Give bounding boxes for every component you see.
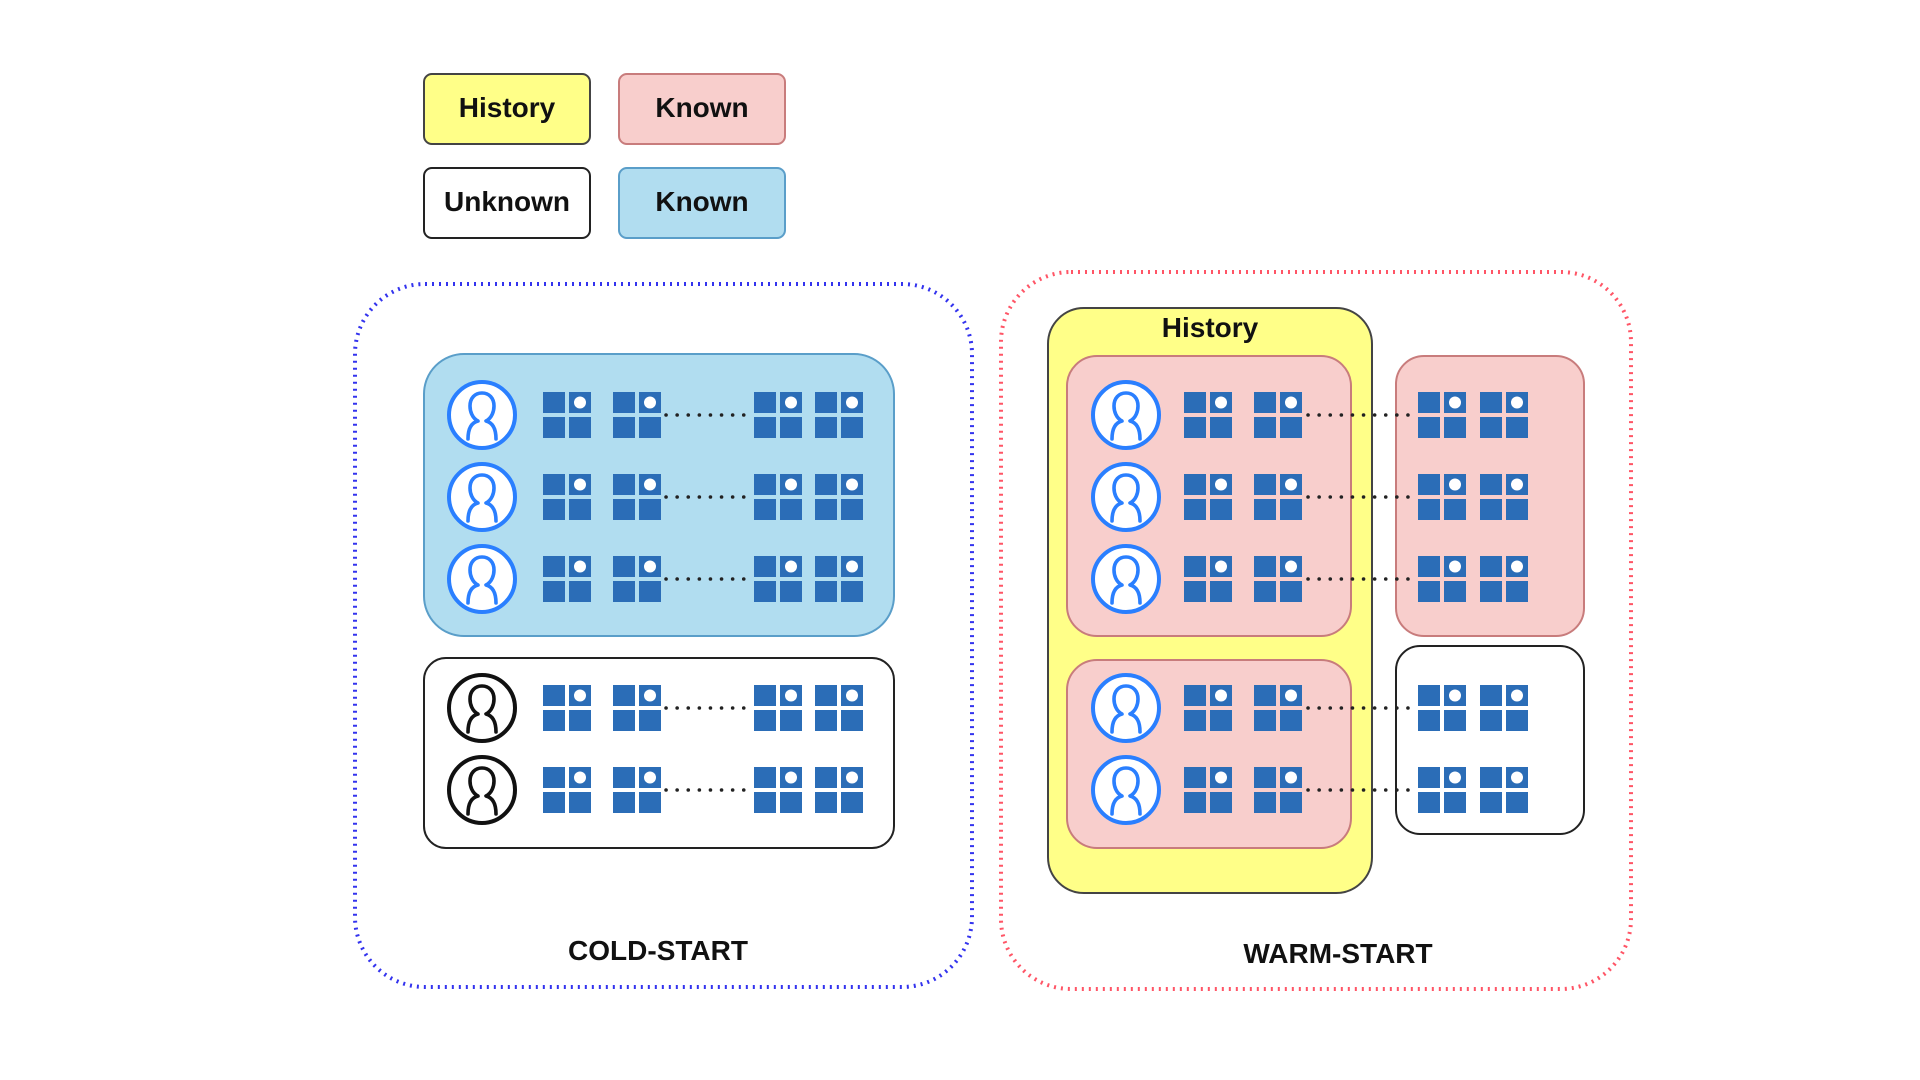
- warm-start-panel: History WARM-START: [999, 270, 1633, 991]
- user-avatar-icon: [1091, 755, 1161, 825]
- user-avatar-icon: [1091, 380, 1161, 450]
- user-avatar-icon: [1091, 673, 1161, 743]
- legend-unknown-label: Unknown: [444, 186, 570, 217]
- user-avatar-icon: [447, 544, 517, 614]
- warm-start-history-label: History: [1162, 312, 1259, 343]
- user-item-row: [447, 462, 863, 532]
- legend: History Known Unknown Known: [423, 73, 786, 239]
- user-avatar-icon: [447, 380, 517, 450]
- user-avatar-icon: [447, 462, 517, 532]
- warm-start-border: [999, 270, 1633, 991]
- legend-known-blue-label: Known: [655, 186, 748, 217]
- user-avatar-icon: [1091, 544, 1161, 614]
- user-item-row: [447, 544, 863, 614]
- cold-start-unknown-group: [423, 657, 895, 849]
- warm-start-label: WARM-START: [1243, 938, 1432, 969]
- cold-start-label: COLD-START: [568, 935, 748, 966]
- user-avatar-icon: [1091, 462, 1161, 532]
- user-item-row: [447, 755, 863, 825]
- legend-unknown-swatch: [423, 167, 591, 239]
- user-avatar-icon: [447, 755, 517, 825]
- legend-known-blue-swatch: [618, 167, 786, 239]
- cold-start-rows: [447, 380, 863, 825]
- legend-history-swatch: [423, 73, 591, 145]
- legend-history-label: History: [459, 92, 556, 123]
- user-item-row: [447, 380, 863, 450]
- cold-start-panel: COLD-START: [353, 282, 974, 989]
- cold-start-border: [353, 282, 974, 989]
- warm-start-unknown-items-group: [1395, 645, 1585, 835]
- user-avatar-icon: [447, 673, 517, 743]
- legend-known-pink-label: Known: [655, 92, 748, 123]
- legend-known-pink-swatch: [618, 73, 786, 145]
- user-item-row: [447, 673, 863, 743]
